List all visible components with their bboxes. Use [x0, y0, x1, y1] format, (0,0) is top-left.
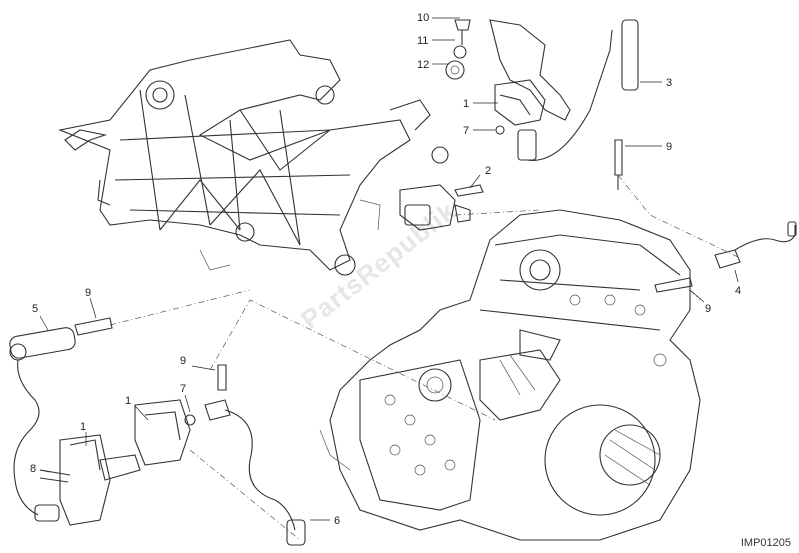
upper-coil-assembly — [445, 19, 639, 190]
callout-9-left: 9 — [85, 287, 91, 299]
callout-9-mid: 9 — [180, 355, 186, 367]
leader-lines — [39, 17, 739, 521]
callout-10: 10 — [417, 12, 429, 24]
right-plug-cap — [654, 221, 797, 293]
engine-drawing — [319, 209, 701, 541]
left-coil-assembly — [9, 317, 196, 526]
callout-4: 4 — [735, 285, 741, 297]
callout-8: 8 — [30, 463, 36, 475]
reference-code: IMP01205 — [740, 537, 791, 549]
lower-plug-cap — [204, 364, 306, 546]
callouts: 10 11 12 1 7 3 9 2 4 9 5 9 9 7 1 1 8 6 — [30, 12, 741, 527]
callout-1-top: 1 — [463, 98, 469, 110]
callout-9-right: 9 — [705, 303, 711, 315]
callout-2: 2 — [485, 165, 491, 177]
callout-9-top: 9 — [666, 141, 672, 153]
callout-11: 11 — [417, 35, 428, 47]
callout-1-left: 1 — [80, 421, 86, 433]
callout-5: 5 — [32, 303, 38, 315]
callout-7-top: 7 — [463, 125, 469, 137]
frame-drawing — [58, 39, 449, 276]
callout-3: 3 — [666, 77, 672, 89]
callout-7-left: 7 — [180, 383, 186, 395]
callout-6: 6 — [334, 515, 340, 527]
callout-1-mid: 1 — [125, 395, 131, 407]
mid-coil-assembly — [399, 184, 484, 231]
callout-12: 12 — [417, 59, 429, 71]
